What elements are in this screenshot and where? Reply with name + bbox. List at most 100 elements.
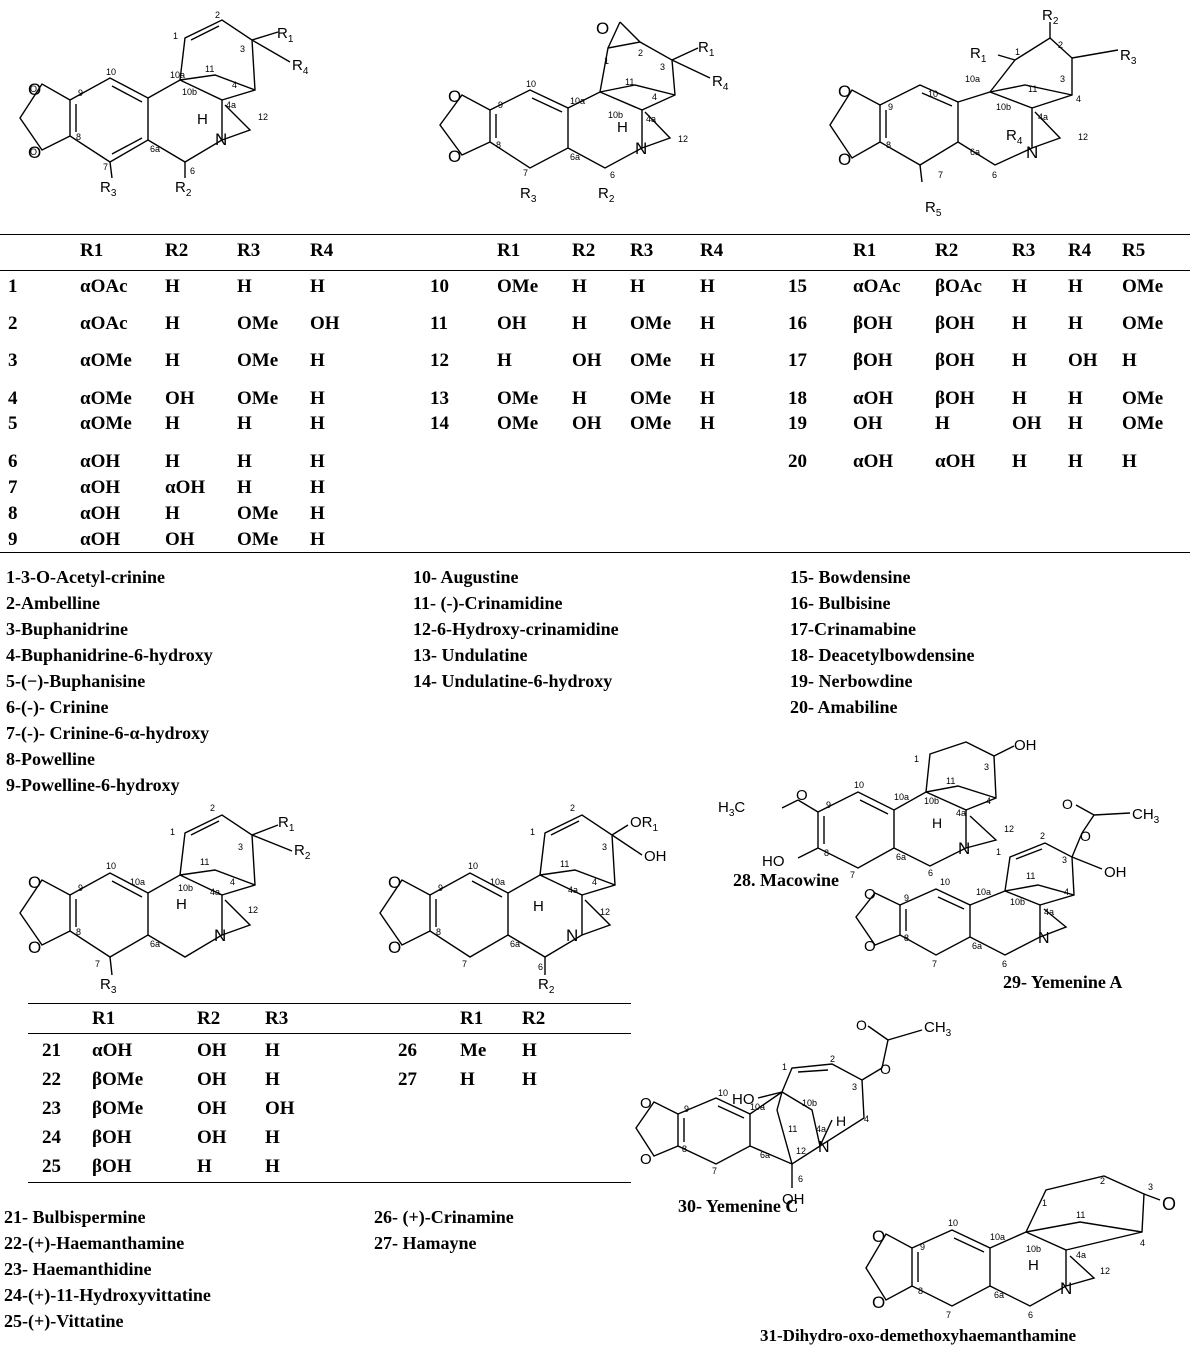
svg-text:O: O [28,938,41,957]
table1-cell: OMe [1122,313,1164,334]
svg-text:6a: 6a [150,939,160,949]
svg-text:10: 10 [106,67,116,77]
table1-cell: H [310,503,325,524]
compound-name: 4-Buphanidrine-6-hydroxy [6,645,213,665]
svg-text:10: 10 [718,1088,728,1098]
table1-cell: OH [165,529,195,550]
table1-cell: H [237,451,252,472]
compound-name: 11- (-)-Crinamidine [413,593,563,613]
table1-cell: H [1068,413,1083,434]
svg-text:H: H [533,898,544,915]
table1-cell: H [310,529,325,550]
table1-cell: H [310,350,325,371]
table1-cell: H [310,451,325,472]
table1-cell: βOAc [935,276,982,297]
table1-cell: αOAc [80,313,128,334]
table1-header: R3 [630,240,654,261]
table1-cell: H [1068,276,1083,297]
compound-name: 27- Hamayne [374,1233,477,1253]
svg-text:11: 11 [205,64,214,74]
table2-cell: H [460,1069,475,1090]
table1-bottom-rule [0,552,1190,553]
svg-text:4: 4 [230,877,235,887]
svg-text:N: N [635,139,647,158]
svg-text:1: 1 [1042,1198,1047,1208]
svg-text:CH3: CH3 [924,1019,952,1039]
table2-bottom-rule [28,1182,631,1183]
table2-top-rule [28,1003,631,1004]
compound-name: 25-(+)-Vittatine [4,1311,124,1331]
svg-text:12: 12 [678,134,688,144]
svg-text:O: O [30,84,37,94]
table1-cell: H [1012,276,1027,297]
svg-text:8: 8 [682,1144,687,1154]
svg-text:7: 7 [932,959,937,969]
table1-cell: 6 [8,451,18,472]
table1-cell: OMe [630,388,672,409]
table1-cell: H [310,477,325,498]
svg-text:6a: 6a [896,852,906,862]
table1-cell: αOH [80,477,121,498]
table1-cell: 3 [8,350,18,371]
svg-text:6a: 6a [972,941,982,951]
svg-text:7: 7 [712,1166,717,1176]
svg-text:1: 1 [530,827,535,837]
table1-header: R1 [853,240,877,261]
svg-text:O: O [796,787,808,804]
table1-cell: αOH [853,388,894,409]
table1-header: R2 [935,240,959,261]
svg-text:4: 4 [986,796,991,806]
svg-text:7: 7 [523,168,528,178]
svg-text:6: 6 [190,166,195,176]
table1-cell: OMe [237,529,279,550]
compound-name: 23- Haemanthidine [4,1259,152,1279]
table2-cell: βOH [92,1127,132,1148]
svg-text:CH3: CH3 [1132,806,1160,826]
svg-text:9: 9 [498,100,503,110]
table2-cell: H [265,1127,280,1148]
svg-text:10a: 10a [570,96,585,106]
compound-name: 3-Buphanidrine [6,619,129,639]
table1-cell: OH [572,413,602,434]
table1-cell: OH [165,388,195,409]
svg-text:N: N [215,130,227,149]
table1-cell: H [237,413,252,434]
table2-cell: 24 [42,1127,61,1148]
svg-text:10a: 10a [750,1102,765,1112]
caption-29: 29- Yemenine A [1003,972,1123,992]
compound-name: 9-Powelline-6-hydroxy [6,775,180,795]
svg-text:7: 7 [103,162,108,172]
svg-text:2: 2 [638,48,643,58]
table1-cell: H [165,313,180,334]
table1-cell: OMe [237,503,279,524]
svg-text:3: 3 [1062,855,1067,865]
svg-text:4: 4 [1140,1238,1145,1248]
table1-cell: H [237,276,252,297]
compound-name: 14- Undulatine-6-hydroxy [413,671,613,691]
svg-text:10b: 10b [996,102,1011,112]
svg-text:2: 2 [830,1054,835,1064]
svg-text:HO: HO [762,853,785,870]
svg-text:4a: 4a [210,887,220,897]
table1-cell: αOH [165,477,206,498]
svg-text:3: 3 [602,842,607,852]
table2-header: R1 [92,1008,116,1029]
svg-text:9: 9 [920,1242,925,1252]
svg-text:4: 4 [232,80,237,90]
table1-header: R5 [1122,240,1146,261]
table1-cell: αOH [80,503,121,524]
svg-text:6a: 6a [994,1290,1004,1300]
table1-cell: 1 [8,276,18,297]
svg-text:7: 7 [95,959,100,969]
svg-text:10: 10 [928,89,938,99]
table1-cell: OMe [497,388,539,409]
svg-text:9: 9 [826,800,831,810]
table1-cell: H [1122,451,1137,472]
svg-text:4a: 4a [816,1124,826,1134]
